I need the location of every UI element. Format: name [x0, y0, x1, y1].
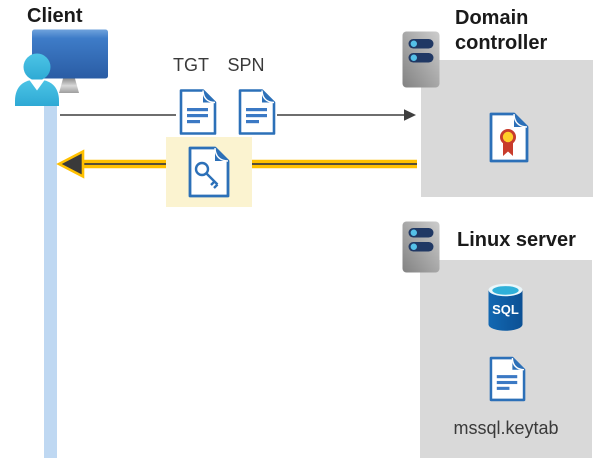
- client-timeline-bar: [44, 92, 57, 458]
- user-workstation-icon: [15, 29, 108, 106]
- client-label: Client: [27, 5, 83, 27]
- keytab-document-icon: [489, 356, 526, 402]
- sql-icon-label: SQL: [492, 302, 519, 317]
- spn-document-icon: [238, 89, 276, 135]
- linux-server-icon: [402, 221, 440, 273]
- person-icon: [15, 53, 59, 106]
- document-key-icon: [188, 146, 230, 198]
- tgt-label: TGT: [173, 55, 209, 75]
- seal-ribbon-icon: [500, 129, 516, 156]
- spn-label: SPN: [227, 55, 265, 75]
- keytab-file-label: mssql.keytab: [453, 418, 559, 438]
- monitor-stand: [59, 78, 79, 93]
- document-certificate-icon: [489, 112, 529, 163]
- domain-controller-label: Domain controller: [455, 7, 548, 54]
- monitor-icon: [32, 29, 108, 79]
- tgt-document-icon: [179, 89, 217, 135]
- domain-controller-server-icon: [402, 31, 440, 88]
- linux-server-label: Linux server: [457, 229, 576, 251]
- sql-database-icon: SQL: [488, 283, 523, 331]
